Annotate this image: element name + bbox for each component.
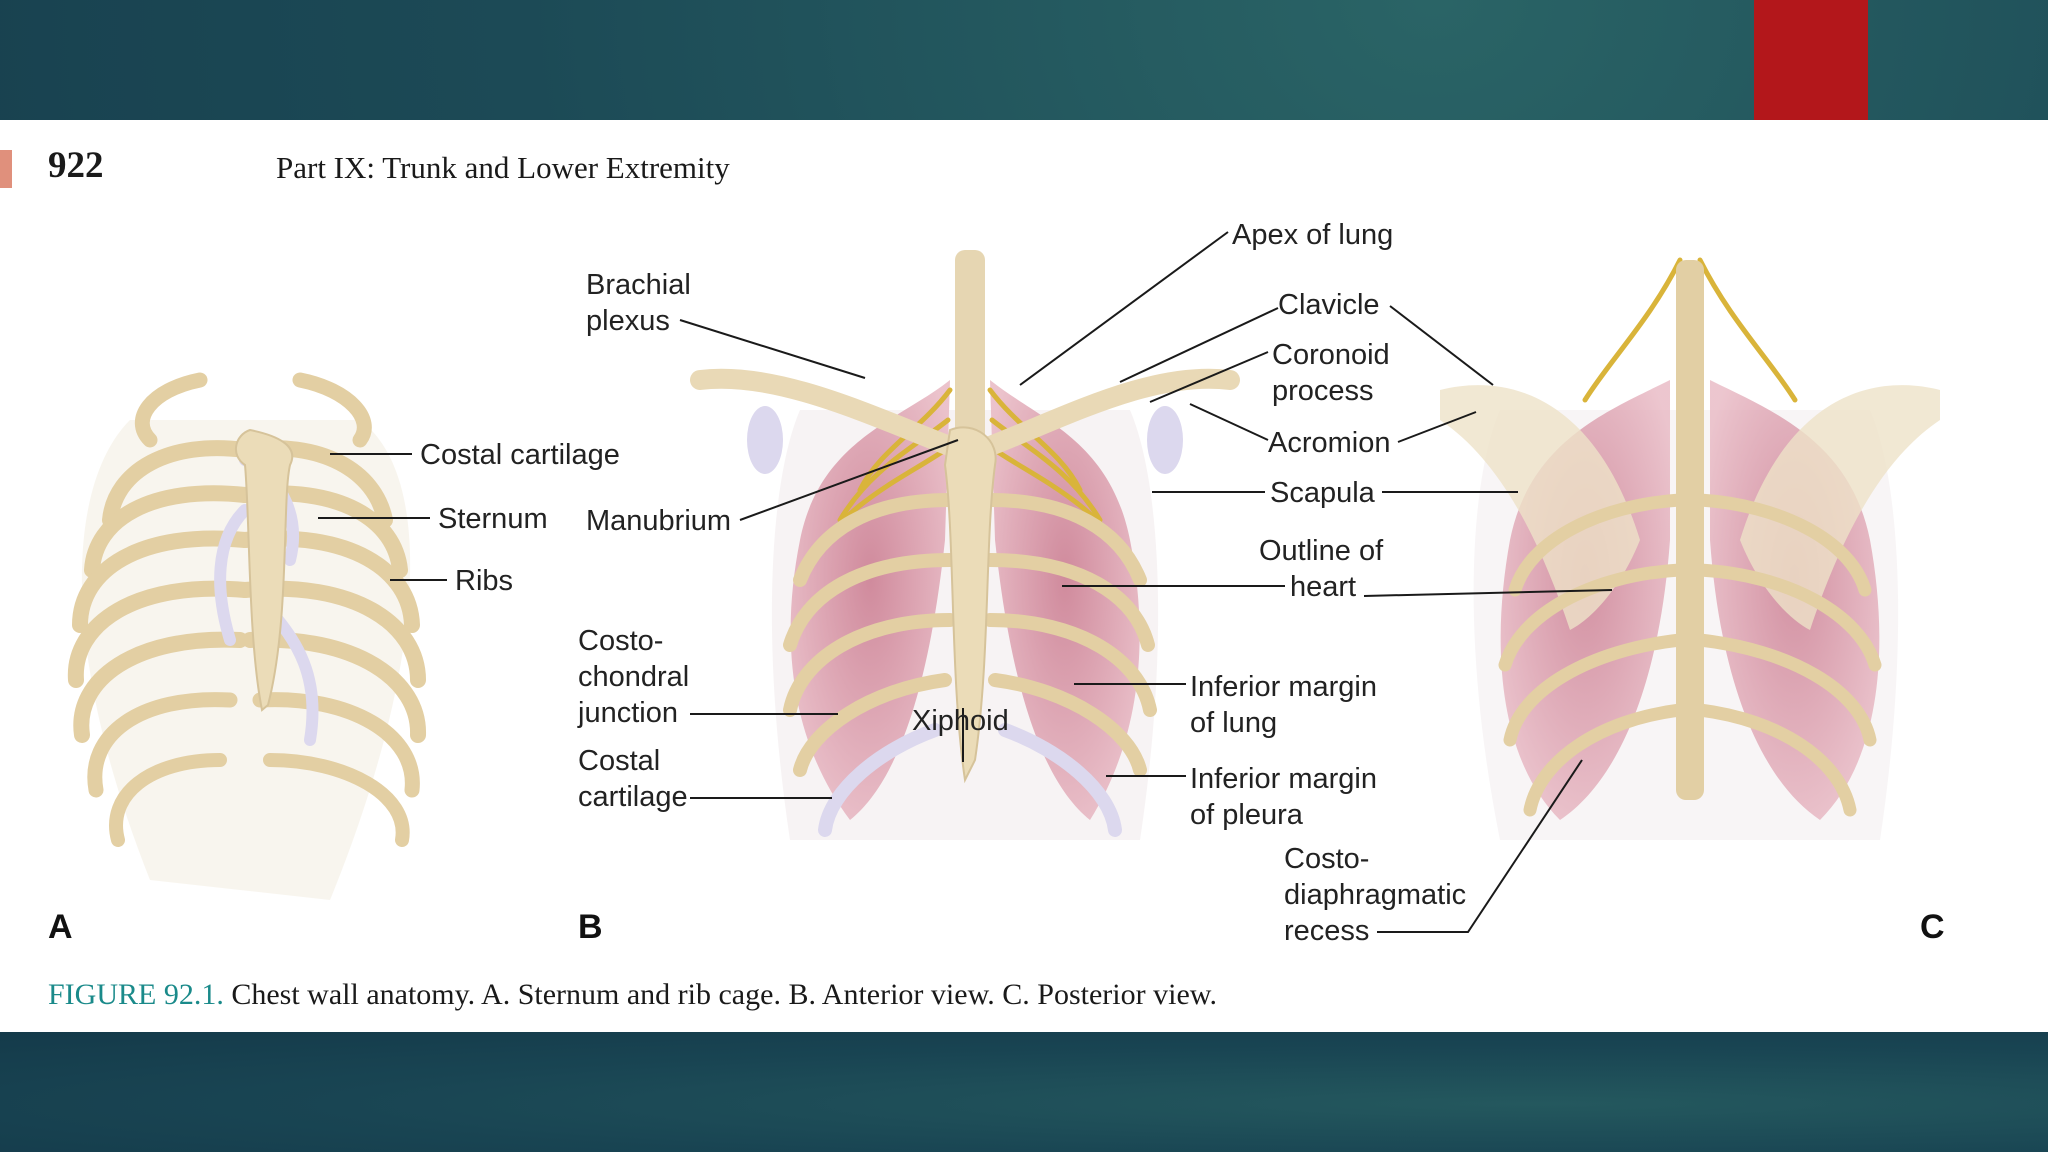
page-marker	[0, 150, 12, 188]
label-costal-cartilage-b-2: cartilage	[578, 781, 688, 813]
label-clavicle: Clavicle	[1278, 289, 1380, 321]
panel-label-c: C	[1920, 908, 1945, 946]
label-manubrium: Manubrium	[586, 505, 731, 537]
figure-number: FIGURE 92.1.	[48, 978, 224, 1011]
label-outline-of-heart-2: heart	[1290, 571, 1356, 603]
label-costochondral-1: Costo-	[578, 625, 663, 657]
figure-caption: FIGURE 92.1. Chest wall anatomy. A. Ster…	[48, 978, 1217, 1012]
textbook-page: 922 Part IX: Trunk and Lower Extremity	[0, 120, 2048, 1032]
label-sternum: Sternum	[438, 503, 548, 535]
anterior-view-illustration-b	[690, 250, 1240, 840]
label-scapula: Scapula	[1270, 477, 1376, 509]
running-head: Part IX: Trunk and Lower Extremity	[276, 150, 730, 185]
posterior-view-illustration-c	[1440, 257, 1940, 840]
rib-cage-illustration-a	[67, 372, 427, 900]
label-brachial-plexus-2: plexus	[586, 305, 670, 337]
label-inferior-margin-pleura-2: of pleura	[1190, 799, 1304, 831]
label-costal-cartilage-a: Costal cartilage	[420, 439, 620, 471]
panel-label-a: A	[48, 908, 73, 946]
figure-caption-text: Chest wall anatomy. A. Sternum and rib c…	[231, 978, 1217, 1011]
figure-labels: Costal cartilage Sternum Ribs Brachial p…	[48, 219, 1945, 947]
leader-lines	[318, 231, 1613, 933]
label-apex-of-lung: Apex of lung	[1232, 219, 1393, 251]
label-coronoid-process-1: Coronoid	[1272, 339, 1390, 371]
label-costal-cartilage-b-1: Costal	[578, 745, 660, 777]
label-ribs: Ribs	[455, 565, 513, 597]
label-brachial-plexus-1: Brachial	[586, 269, 691, 301]
label-acromion: Acromion	[1268, 427, 1391, 459]
bottom-band	[0, 1032, 2048, 1152]
label-inferior-margin-lung-2: of lung	[1190, 707, 1277, 739]
label-costodiaphragmatic-1: Costo-	[1284, 843, 1369, 875]
label-outline-of-heart-1: Outline of	[1259, 535, 1384, 567]
label-costochondral-3: junction	[577, 697, 678, 729]
label-costodiaphragmatic-2: diaphragmatic	[1284, 879, 1466, 911]
label-inferior-margin-pleura-1: Inferior margin	[1190, 763, 1377, 795]
label-coronoid-process-2: process	[1272, 375, 1374, 407]
page-number: 922	[48, 145, 104, 186]
label-inferior-margin-lung-1: Inferior margin	[1190, 671, 1377, 703]
chest-wall-figure: Costal cartilage Sternum Ribs Brachial p…	[48, 219, 1945, 947]
label-costochondral-2: chondral	[578, 661, 689, 693]
accent-tab	[1754, 0, 1868, 120]
label-costodiaphragmatic-3: recess	[1284, 915, 1369, 947]
panel-label-b: B	[578, 908, 603, 946]
label-xiphoid: Xiphoid	[912, 705, 1009, 737]
